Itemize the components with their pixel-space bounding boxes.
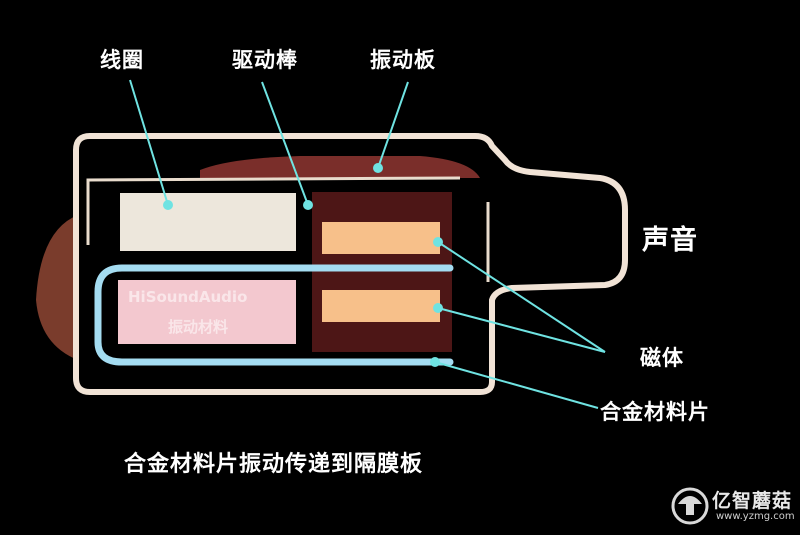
alloy-sheet [94,264,454,366]
dot-magnet-upper [433,237,443,247]
dot-magnet-lower [433,303,443,313]
site-logo: 亿智蘑菇 www.yzmg.com [672,484,795,528]
caption: 合金材料片振动传递到隔膜板 [124,452,424,477]
pointer-coil [129,79,169,206]
driver-body [312,192,452,352]
pointer-lines [129,79,606,409]
label-sound: 声音 [642,225,698,256]
dot-coil [163,200,173,210]
dot-alloy [430,357,440,367]
watermark-sub: 振动材料 [168,318,229,336]
watermark-brand: HiSoundAudio [128,288,248,306]
outer-shell [73,133,628,395]
pointer-alloy [434,361,599,409]
label-diaphragm: 振动板 [370,48,436,72]
pointer-dots [163,163,443,367]
mushroom-logo-icon [671,487,709,525]
pointer-diaphragm [377,81,409,169]
coil-block [120,193,296,251]
pointer-magnet-lower [437,307,606,353]
inner-frame [86,176,461,245]
pointer-drive-rod [261,81,309,206]
pointer-magnet-upper [437,241,606,353]
label-drive-rod: 驱动棒 [232,48,298,72]
logo-name: 亿智蘑菇 [712,490,793,512]
magnet-lower [322,290,440,322]
magnet-upper [322,222,440,254]
dot-diaphragm [373,163,383,173]
housing-top-bump [200,156,480,178]
dot-drive-rod [303,200,313,210]
armature-panel [118,280,296,344]
back-cap [36,215,78,360]
logo-url: www.yzmg.com [716,511,795,522]
label-coil: 线圈 [100,48,144,72]
label-alloy-sheet: 合金材料片 [600,400,710,424]
label-magnet: 磁体 [640,346,684,370]
